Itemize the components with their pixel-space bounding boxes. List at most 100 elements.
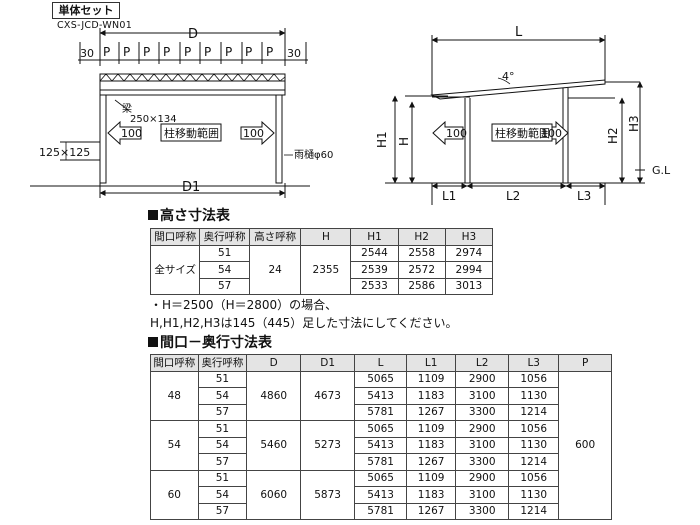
side-labels: L 4° H1 H H2 H3 G.L L1 L2 L3 柱移動範囲 100 1… (375, 25, 671, 203)
table-cell: 2558 (397, 244, 446, 262)
svg-text:P: P (204, 45, 211, 59)
right-range-arrow (240, 120, 275, 146)
table-cell: 54 (197, 436, 248, 454)
table-cell: 2572 (397, 261, 446, 279)
table-cell: 3300 (455, 403, 510, 421)
roof-slope (430, 79, 606, 100)
table-cell: 57 (197, 502, 248, 520)
note-line-1: ・H＝2500（H＝2800）の場合、 (150, 298, 338, 312)
table-row: 60 51 6060 5873 5065 1109 2900 1056 (150, 469, 612, 520)
column-header: H1 (350, 228, 399, 246)
gutter-label: 雨樋φ60 (294, 148, 333, 161)
table-row: 54 51 5460 5273 5065 1109 2900 1056 (150, 420, 612, 471)
beam-size: 250×134 (130, 114, 177, 125)
table-row: 54 5413 1183 3100 1130 (151, 486, 612, 504)
svg-text:P: P (245, 45, 252, 59)
svg-text:100: 100 (541, 127, 562, 140)
table-cell: 5873 (300, 469, 356, 520)
column-header: L2 (455, 354, 510, 372)
svg-text:L2: L2 (506, 189, 520, 203)
column-header: P (558, 354, 612, 372)
note-line-2: H,H1,H2,H3は145（445）足した寸法にしてください。 (150, 316, 458, 330)
side-view (385, 35, 645, 205)
table-cell: 1056 (508, 420, 560, 438)
column-header: D (246, 354, 302, 372)
dim-d1-label: D1 (182, 180, 200, 195)
left-range-arrow (107, 120, 142, 146)
svg-text:100: 100 (446, 127, 467, 140)
svg-text:G.L: G.L (652, 164, 671, 177)
svg-text:H: H (397, 137, 411, 146)
table-row: 57 5781 1267 3300 1214 (151, 403, 612, 421)
svg-text:P: P (163, 45, 170, 59)
column-header: L (354, 354, 408, 372)
dimension-table-header: 間口呼称 奥行呼称 D D1 L L1 L2 L3 P (150, 354, 612, 372)
table-cell: 57 (197, 403, 248, 421)
column-header: 高さ呼称 (248, 228, 302, 246)
table-cell: 54 (197, 387, 248, 405)
table-cell: 3013 (444, 277, 494, 295)
beam-label: 梁 (122, 102, 132, 115)
table-cell: 54 (197, 486, 248, 504)
svg-text:柱移動範囲: 柱移動範囲 (495, 126, 550, 140)
table-cell: 1109 (406, 370, 457, 388)
table-cell: 1183 (406, 436, 457, 454)
svg-text:P: P (143, 45, 150, 59)
table-row: 48 51 4860 4673 5065 1109 2900 1056 600 (150, 370, 612, 520)
table-cell: 2544 (350, 244, 399, 262)
dimension-table: 間口呼称 奥行呼称 D D1 L L1 L2 L3 P 48 51 4860 4… (150, 354, 612, 520)
right-post (275, 94, 283, 184)
svg-text:H1: H1 (375, 131, 389, 148)
table-cell: 24 (248, 244, 302, 295)
svg-text:P: P (103, 45, 110, 59)
table-cell: 1267 (406, 453, 457, 471)
table-cell: 5781 (354, 453, 408, 471)
table-row: 54 5413 1183 3100 1130 (151, 436, 612, 454)
column-header: 奥行呼称 (197, 354, 248, 372)
table-row: 54 5413 1183 3100 1130 (151, 387, 612, 405)
table-cell: 5065 (354, 420, 408, 438)
table-cell: 4860 (246, 370, 302, 421)
side-left-range-arrow (432, 120, 464, 146)
svg-text:30: 30 (287, 47, 301, 60)
column-header: L3 (508, 354, 560, 372)
svg-text:P: P (225, 45, 232, 59)
table-cell: 2900 (455, 469, 510, 487)
carport-diagram: D 30 30 P P P P P P P P P 梁 250×134 125×… (30, 25, 671, 205)
move-range-label: 柱移動範囲 (164, 126, 219, 140)
height-table: 間口呼称 奥行呼称 高さ呼称 H H1 H2 H3 全サイズ 51 24 235… (149, 228, 494, 295)
table-cell: 1183 (406, 486, 457, 504)
table-cell: 1130 (508, 486, 560, 504)
table-cell: 全サイズ (149, 244, 201, 295)
table-cell: 5065 (354, 469, 408, 487)
table-cell: 3100 (455, 387, 510, 405)
table-cell: 51 (197, 370, 248, 388)
table-cell: 1056 (508, 469, 560, 487)
table-row: 57 5781 1267 3300 1214 (151, 502, 612, 520)
svg-text:H2: H2 (606, 127, 620, 144)
table-cell: 1214 (508, 453, 560, 471)
table-cell: 2539 (350, 261, 399, 279)
table-cell: 2533 (350, 277, 399, 295)
column-header: 間口呼称 (150, 354, 199, 372)
pitch-ticks (118, 42, 263, 64)
table-cell: 1267 (406, 502, 457, 520)
column-header: 間口呼称 (149, 228, 201, 246)
table-cell: 57 (197, 453, 248, 471)
table-cell: 51 (199, 244, 250, 262)
table-cell: 54 (150, 420, 199, 471)
model-code: CXS-JCD-WN01 (57, 20, 133, 31)
table-row: 54 2539 2572 2994 (151, 261, 494, 279)
table-row: 57 2533 2586 3013 (151, 277, 494, 295)
dim-l-label: L (515, 25, 523, 40)
table-cell: 3100 (455, 486, 510, 504)
table-cell: 5781 (354, 403, 408, 421)
roof-angle: 4° (502, 70, 515, 83)
table-cell: 54 (199, 261, 250, 279)
dimension-table-title: 間口－奥行寸法表 (148, 332, 272, 352)
table-cell: 57 (199, 277, 250, 295)
table-cell: 1267 (406, 403, 457, 421)
table-cell: 5413 (354, 436, 408, 454)
table-cell: 1109 (406, 469, 457, 487)
post-size: 125×125 (39, 146, 90, 159)
